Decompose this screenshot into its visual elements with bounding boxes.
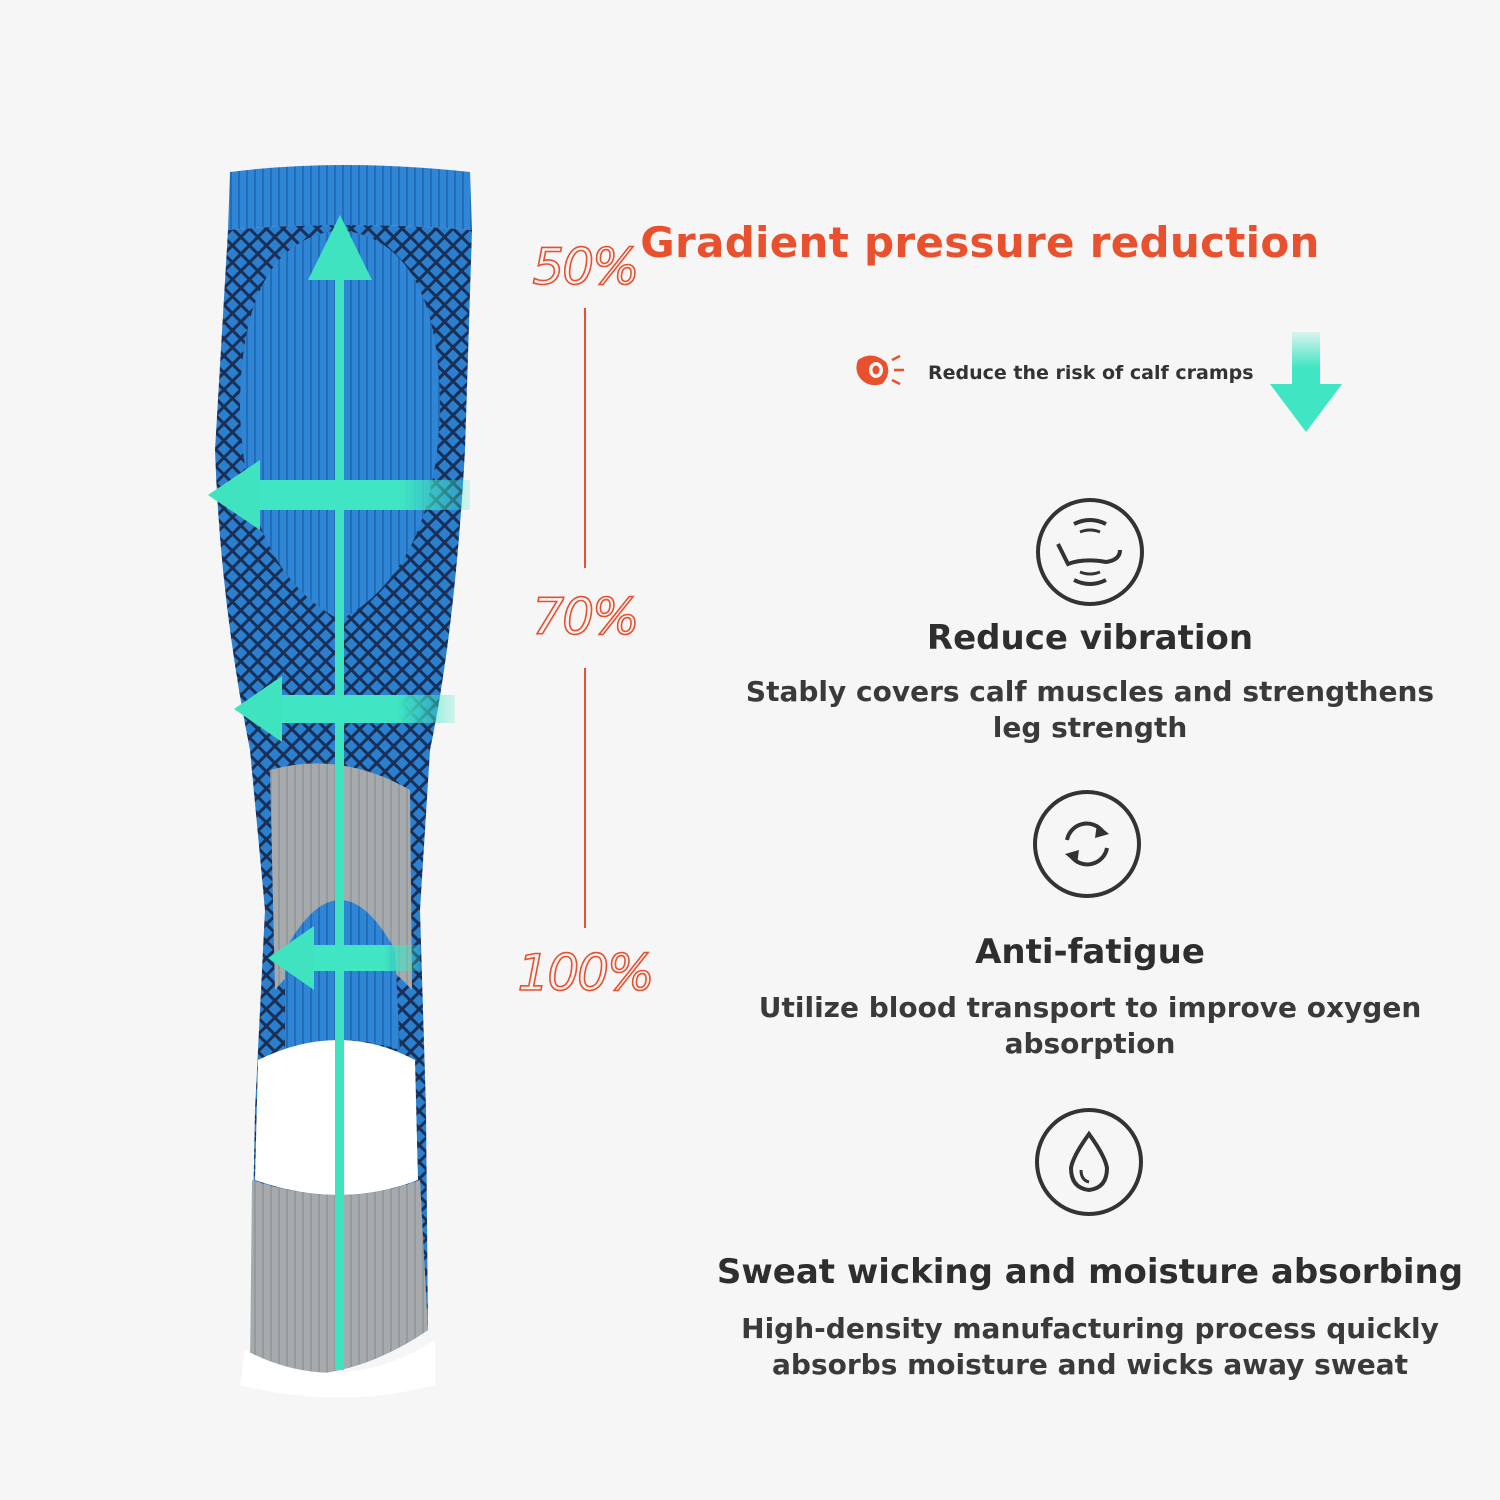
feature-desc-vibration: Stably covers calf muscles and strengthe… [700, 674, 1480, 746]
circulation-arrows-icon [1033, 790, 1141, 898]
water-drop-icon [1035, 1108, 1143, 1216]
inward-arrow-middle [234, 676, 455, 742]
feature-desc-fatigue: Utilize blood transport to improve oxyge… [700, 990, 1480, 1062]
vertical-arrow-shaft [335, 270, 344, 1370]
calf-muscle-icon [856, 354, 904, 386]
pressure-label-bottom: 100% [517, 943, 656, 1003]
feature-heading-vibration: Reduce vibration [926, 618, 1254, 658]
pressure-label-top: 50% [532, 237, 641, 297]
scale-line-upper [584, 308, 586, 568]
vertical-arrow-head [308, 215, 372, 280]
inward-arrow-top [208, 460, 470, 530]
feature-heading-sweat: Sweat wicking and moisture absorbing [716, 1252, 1464, 1292]
compression-sock-image [208, 165, 472, 1398]
pressure-label-middle: 70% [532, 587, 641, 647]
calf-cramp-note: Reduce the risk of calf cramps [928, 362, 1254, 384]
feature-desc-line: Utilize blood transport to improve oxyge… [758, 991, 1422, 1024]
page-title: Gradient pressure reduction [640, 218, 1320, 267]
feature-desc-sweat: High-density manufacturing process quick… [700, 1311, 1480, 1383]
down-arrow-icon [1270, 332, 1342, 432]
feature-desc-line: High-density manufacturing process quick… [741, 1312, 1439, 1345]
feature-desc-line: absorption [1004, 1027, 1176, 1060]
inward-arrow-bottom [268, 926, 420, 990]
sock-cuff [228, 165, 472, 230]
feature-desc-line: absorbs moisture and wicks away sweat [772, 1348, 1408, 1381]
scale-line-lower [584, 668, 586, 928]
feature-heading-fatigue: Anti-fatigue [975, 932, 1205, 972]
feature-desc-line: leg strength [992, 711, 1188, 744]
leg-vibration-icon [1036, 498, 1144, 606]
feature-desc-line: Stably covers calf muscles and strengthe… [745, 675, 1435, 708]
